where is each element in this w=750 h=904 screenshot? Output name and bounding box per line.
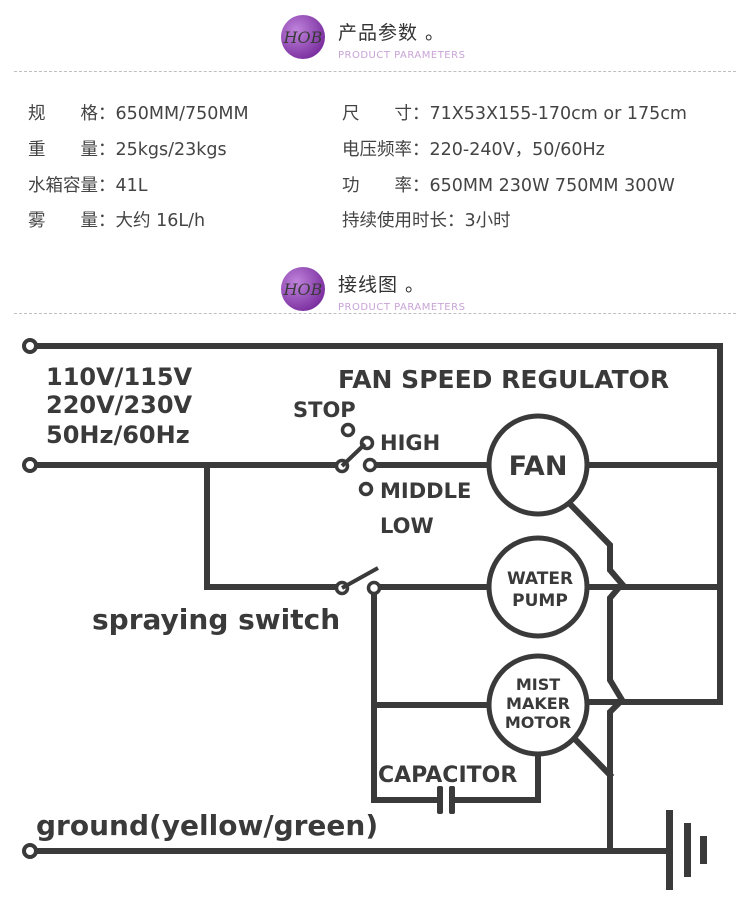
mist-label: MIST [516,675,560,694]
water-pump-icon [486,535,590,639]
spec-dimensions: 尺 寸：71X53X155-170cm or 175cm [342,104,687,124]
spraying-switch-label: spraying switch [92,603,340,636]
spec-voltage: 电压频率：220-240V，50/60Hz [342,140,605,160]
pump-label: PUMP [512,591,568,611]
section-header-parameters: HOB 产品参数 。 Product parameters [0,0,750,70]
ground-symbol-icon [666,810,707,890]
spec-power: 功 率：650MM 230W 750MM 300W [342,176,675,196]
contact-mid1-icon [362,457,378,473]
brand-logo-icon: HOB [281,15,325,59]
stop-label: STOP [293,398,356,422]
logo-text: HOB [283,28,323,47]
spec-mist: 雾 量：大约 16L/h [28,211,206,231]
water-label: WATER [507,569,573,589]
fan-motor-icon [486,413,590,517]
section-title: 产品参数 。 [338,22,446,44]
section-subtitle: Product parameters [338,50,466,61]
section-subtitle: Product parameters [338,302,466,313]
motor-label: MOTOR [505,713,571,732]
spec-weight: 重 量：25kgs/23kgs [28,140,227,160]
terminal-top-icon [22,338,38,354]
terminal-ground-icon [22,843,38,859]
fan-speed-regulator-label: FAN SPEED REGULATOR [338,365,669,394]
divider [14,71,736,72]
low-label: LOW [380,514,434,538]
voltage-label-1: 110V/115V [46,363,193,391]
brand-logo-icon: HOB [281,267,325,311]
capacitor-icon [437,786,455,814]
section-header-wiring: HOB 接线图 。 Product parameters [0,252,750,322]
fan-regulator-contacts [334,422,378,497]
maker-label: MAKER [506,694,570,713]
contact-middle-icon [358,481,374,497]
spray-switch-contacts [334,580,382,596]
middle-label: MIDDLE [380,479,471,503]
voltage-label-2: 220V/230V [46,391,193,419]
spec-tank: 水箱容量：41L [28,176,148,196]
divider [14,313,736,314]
logo-text: HOB [283,280,323,299]
terminals [22,338,38,859]
frequency-label: 50Hz/60Hz [46,421,190,449]
terminal-live-icon [22,457,38,473]
spec-runtime: 持续使用时长：3小时 [342,211,511,231]
regulator-lever [340,442,367,468]
high-label: HIGH [380,431,440,455]
ground-label: ground(yellow/green) [36,809,378,842]
spray-switch-lever [341,566,379,590]
mist-maker-motor-icon [486,653,590,757]
capacitor-label: CAPACITOR [378,763,517,788]
wire-ground-bundle [563,497,626,854]
fan-label: FAN [509,451,568,482]
section-title: 接线图 。 [338,274,426,296]
spec-size: 规 格：650MM/750MM [28,104,249,124]
contact-stop-icon [340,422,356,438]
